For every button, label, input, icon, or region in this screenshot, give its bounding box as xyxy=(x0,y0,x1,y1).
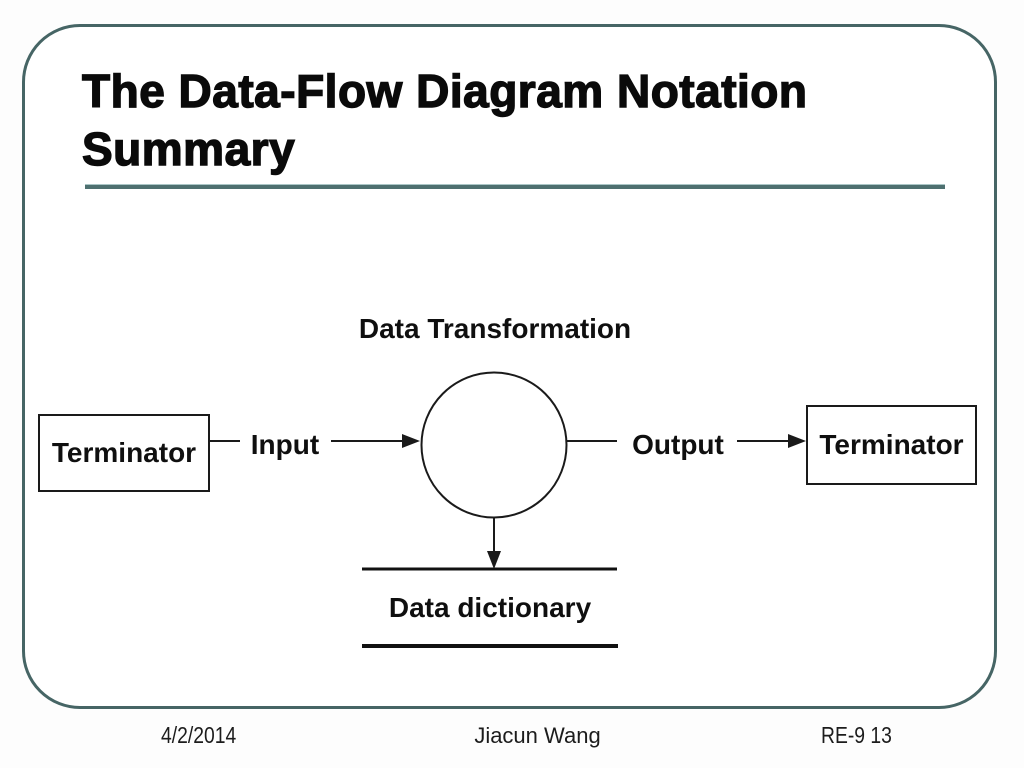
footer-date: 4/2/2014 xyxy=(161,722,237,748)
input-flow-label: Input xyxy=(250,429,320,460)
data-store-label: Data dictionary xyxy=(388,592,592,623)
left-terminator-label: Terminator xyxy=(51,437,197,468)
slide-frame xyxy=(22,24,997,709)
footer-author: Jiacun Wang xyxy=(474,723,601,748)
slide-title-line1: The Data-Flow Diagram Notation xyxy=(81,64,808,117)
slide-title-line2: Summary xyxy=(81,122,296,175)
output-flow-label: Output xyxy=(632,429,724,460)
process-label: Data Transformation xyxy=(358,313,632,344)
slide-title: The Data-Flow Diagram Notation Summary xyxy=(81,62,962,178)
title-underline xyxy=(85,184,945,189)
footer-slide-reference: RE-9 13 xyxy=(821,722,892,748)
right-terminator-box: Terminator xyxy=(806,405,977,485)
right-terminator-label: Terminator xyxy=(819,429,964,460)
left-terminator-box: Terminator xyxy=(38,414,210,492)
